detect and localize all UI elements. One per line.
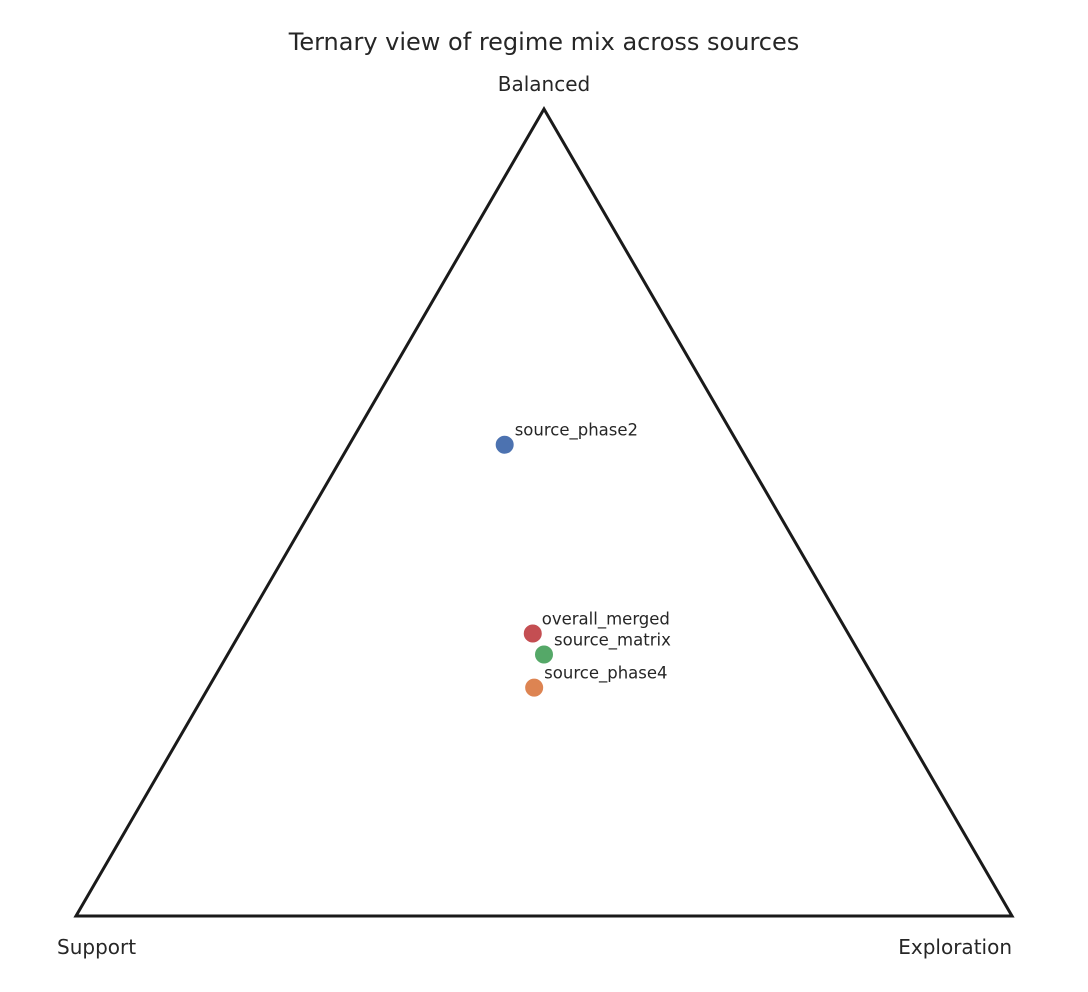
vertex-label-support: Support [57, 935, 136, 959]
point-label-overall-merged: overall_merged [542, 610, 670, 630]
data-points: source_phase2 overall_mergedsource_matrix… [494, 421, 671, 698]
vertex-label-exploration: Exploration [898, 935, 1012, 959]
point-source-matrix [534, 644, 554, 665]
point-label-source-matrix: source_matrix [554, 631, 671, 651]
vertex-label-balanced: Balanced [498, 72, 590, 96]
point-label-source-phase4: source_phase4 [544, 664, 667, 684]
point-label-source-phase2: source_phase2 [515, 421, 638, 441]
chart-title: Ternary view of regime mix across source… [288, 28, 800, 56]
point-source-phase4 [524, 677, 545, 698]
ternary-triangle [73, 106, 1015, 918]
point-source-phase2 [494, 434, 515, 455]
point-overall-merged [522, 623, 543, 644]
